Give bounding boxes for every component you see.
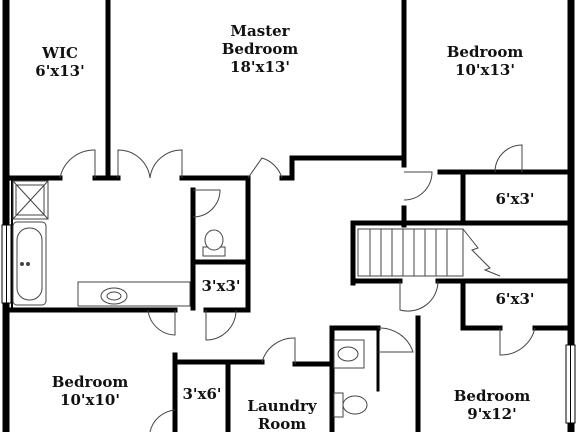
closet-b-door — [499, 327, 536, 356]
laundry-name-1: Laundry — [247, 397, 317, 415]
master-hall-door — [247, 157, 283, 179]
wic-name: WIC — [42, 44, 78, 62]
hall-toilet-tank — [333, 392, 344, 418]
bedroom-sw-name: Bedroom — [51, 373, 129, 391]
stairs — [357, 228, 501, 277]
room-label-bedroom-ne: Bedroom 10'x13' — [430, 43, 540, 79]
stair-break-line — [462, 228, 501, 277]
closet-a-size: 6'x3' — [495, 190, 535, 208]
windows — [1, 224, 576, 424]
bedroom-ne-size: 10'x13' — [455, 61, 515, 79]
master-double-door-left — [117, 149, 151, 179]
stair-run — [357, 228, 464, 277]
master-double-door-right — [149, 149, 183, 179]
bedroom-ne-name: Bedroom — [446, 43, 524, 61]
bedroom-se-size: 9'x12' — [467, 405, 517, 423]
master-size: 18'x13' — [230, 58, 290, 76]
hall-bath-sink — [337, 346, 359, 362]
room-label-wic: WIC 6'x13' — [20, 44, 100, 80]
doors — [59, 144, 536, 432]
master-name-1: Master — [230, 22, 290, 40]
room-label-closet-c: 3'x3' — [194, 277, 248, 295]
fixtures — [12, 180, 368, 418]
bedroom-sw-size: 10'x10' — [60, 391, 120, 409]
bedroom-sw-door — [147, 309, 176, 336]
room-label-laundry: Laundry Room — [232, 397, 332, 432]
room-label-bedroom-sw: Bedroom 10'x10' — [35, 373, 145, 409]
bath-door — [192, 189, 221, 218]
room-label-closet-d: 3'x6' — [176, 385, 228, 403]
room-label-master: Master Bedroom 18'x13' — [200, 22, 320, 76]
room-label-closet-b: 6'x3' — [480, 290, 550, 308]
vanity-counter — [77, 281, 191, 307]
closet-a-door — [494, 144, 523, 173]
bedroom-ne-door — [403, 171, 433, 201]
toilet-bowl — [204, 229, 224, 251]
room-label-bedroom-se: Bedroom 9'x12' — [437, 387, 547, 423]
interior-walls — [3, 0, 574, 432]
wic-door-left — [59, 149, 96, 179]
bedroom-se-door — [399, 280, 439, 312]
master-name-2: Bedroom — [221, 40, 299, 58]
laundry-door — [261, 337, 296, 364]
hall-bath-door — [377, 327, 414, 353]
bedroom-se-name: Bedroom — [453, 387, 531, 405]
wic-size: 6'x13' — [35, 62, 85, 80]
hall-toilet-bowl — [342, 395, 368, 415]
laundry-name-2: Room — [257, 415, 307, 432]
closet-c-door — [205, 309, 237, 341]
vanity-sink — [100, 287, 128, 305]
closet-d-size: 3'x6' — [182, 385, 222, 403]
closet-c-size: 3'x3' — [201, 277, 241, 295]
closet-b-size: 6'x3' — [495, 290, 535, 308]
closet-d-door — [149, 409, 176, 432]
room-label-closet-a: 6'x3' — [480, 190, 550, 208]
